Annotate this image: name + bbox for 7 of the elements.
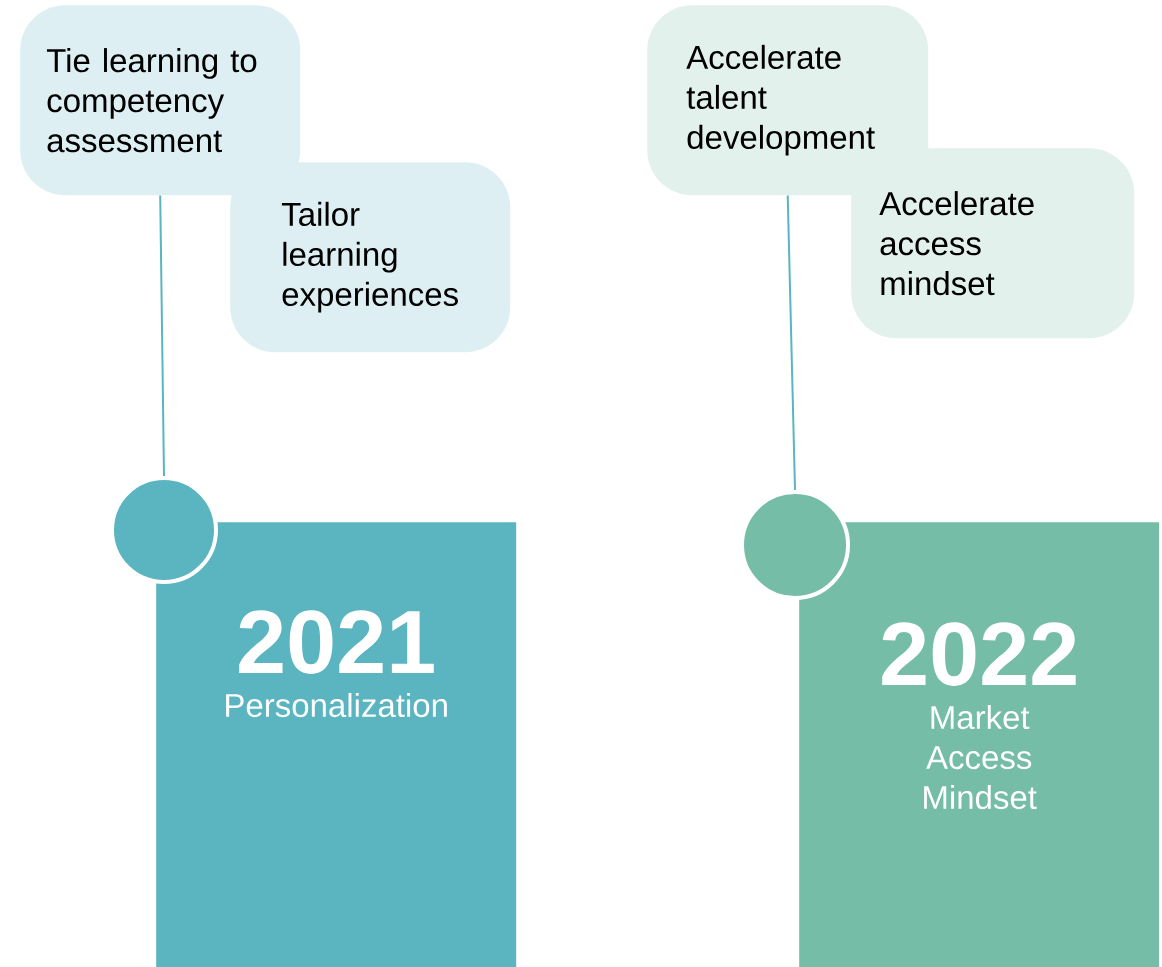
speech-bubble: Accelerate access mindset xyxy=(851,148,1135,339)
speech-bubble: Tailor learning experiences xyxy=(230,162,511,353)
year-box: 2021 Personalization xyxy=(156,522,517,967)
connector-line xyxy=(786,194,796,491)
connector-line xyxy=(159,194,165,477)
year-box: 2022 Market Access Mindset xyxy=(799,522,1160,967)
speech-bubble: Tie learning to competency assessment xyxy=(20,5,301,196)
